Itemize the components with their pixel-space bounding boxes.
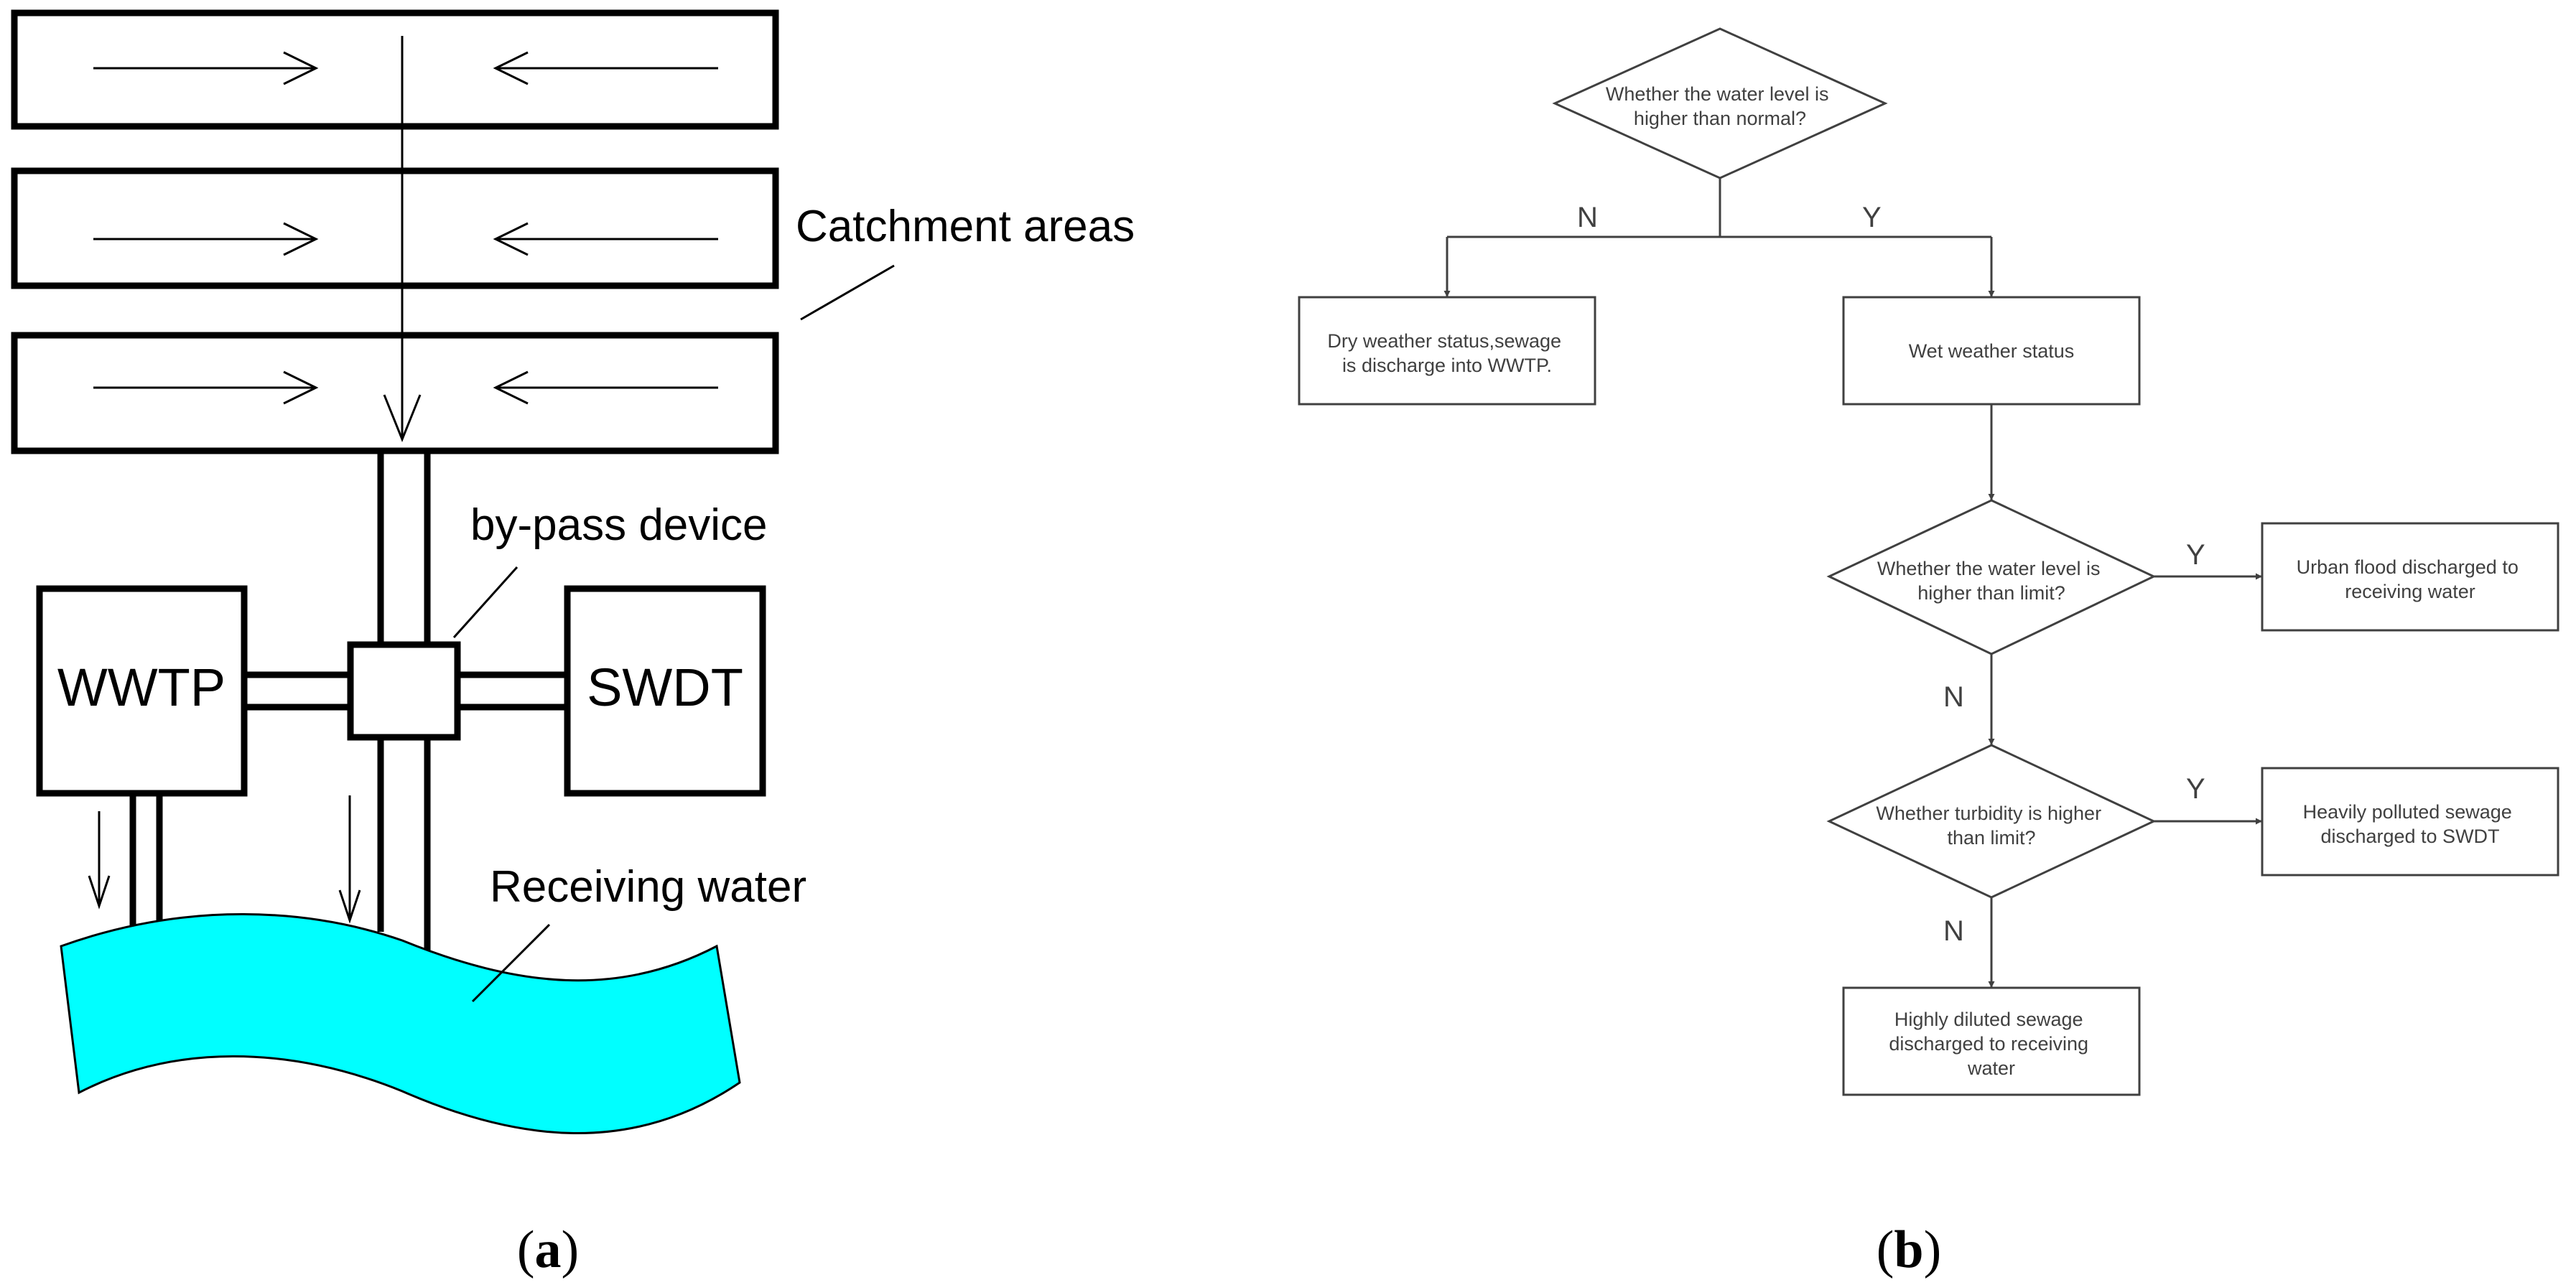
receiving-water — [60, 913, 741, 1135]
decision-2-line-2: higher than limit? — [1917, 582, 2065, 604]
arrow-left-3-head — [493, 370, 529, 405]
edge-label-y3: Y — [2186, 773, 2205, 805]
urban-flood-box — [2261, 522, 2559, 632]
swdt-label: SWDT — [587, 658, 743, 717]
heavily-polluted-box — [2261, 767, 2559, 877]
decision-water-level-normal — [1552, 27, 1888, 179]
discharge-arrows — [88, 795, 361, 924]
connector-pipes — [129, 671, 567, 933]
panel-b-caption: (b) — [1877, 1220, 1941, 1279]
panel-b: Whether the water level is higher than n… — [1298, 27, 2559, 1279]
bypass-device-label: by-pass device — [470, 500, 768, 550]
edge-labels: N Y Y N Y N — [1577, 202, 2205, 947]
highly-diluted-text: Highly diluted sewage discharged to rece… — [1889, 1009, 2093, 1079]
urban-flood-text: Urban flood discharged to receiving wate… — [2297, 556, 2524, 602]
catchment-leader-line — [800, 264, 895, 321]
edge-label-n3: N — [1943, 915, 1964, 947]
arrow-left-1-head — [493, 51, 529, 85]
diluted-line-3: water — [1967, 1057, 2015, 1079]
dry-weather-text: Dry weather status,sewage is discharge i… — [1327, 330, 1566, 376]
bypass-discharge-arrow-head — [338, 889, 361, 924]
decision-turbidity-text: Whether turbidity is higher than limit? — [1876, 803, 2106, 849]
swdt-box — [564, 585, 766, 797]
dry-weather-box — [1298, 296, 1596, 406]
wwtp-label: WWTP — [57, 658, 225, 717]
edge-label-y1: Y — [1862, 202, 1882, 233]
panel-a-caption: (a) — [517, 1220, 579, 1279]
wet-weather-text: Wet weather status — [1909, 340, 2075, 362]
dry-line-2: is discharge into WWTP. — [1342, 355, 1552, 376]
arrow-right-3-head — [283, 370, 319, 405]
bypass-leader-line — [452, 566, 519, 639]
decision-water-level-normal-text: Whether the water level is higher than n… — [1606, 83, 1834, 129]
wet-line-1: Wet weather status — [1909, 340, 2075, 362]
wet-weather-box — [1842, 296, 2141, 406]
catchment-areas-label: Catchment areas — [796, 202, 1135, 251]
panel-a: Catchment areas WWTP SWDT by-pass device — [11, 9, 1135, 1279]
polluted-line-2: discharged to SWDT — [2320, 826, 2499, 847]
flood-line-2: receiving water — [2345, 581, 2475, 602]
diluted-line-1: Highly diluted sewage — [1894, 1009, 2083, 1030]
decision-2-line-1: Whether the water level is — [1877, 558, 2101, 579]
catchment-area-strips — [11, 9, 779, 454]
decision-3-line-1: Whether turbidity is higher — [1876, 803, 2101, 824]
highly-diluted-box — [1842, 986, 2141, 1096]
collector-arrow-head — [383, 394, 422, 443]
diluted-line-2: discharged to receiving — [1889, 1033, 2088, 1055]
bypass-device — [347, 641, 461, 741]
flood-line-1: Urban flood discharged to — [2297, 556, 2519, 578]
catchment-strip-3 — [11, 332, 779, 454]
heavily-polluted-text: Heavily polluted sewage discharged to SW… — [2303, 801, 2518, 847]
edge-label-y2: Y — [2186, 539, 2205, 571]
dry-line-1: Dry weather status,sewage — [1327, 330, 1561, 352]
polluted-line-1: Heavily polluted sewage — [2303, 801, 2512, 823]
edge-label-n1: N — [1577, 202, 1598, 233]
receiving-leader-line — [471, 923, 551, 1003]
flowchart-connectors — [1443, 178, 2262, 988]
catchment-strip-1 — [11, 9, 779, 130]
decision-3-line-2: than limit? — [1947, 827, 2035, 849]
wwtp-box — [36, 585, 248, 797]
edge-label-n2: N — [1943, 681, 1964, 713]
receiving-water-label: Receiving water — [490, 862, 806, 912]
decision-water-level-limit — [1826, 499, 2157, 655]
decision-1-line-2: higher than normal? — [1634, 108, 1806, 129]
decision-water-level-limit-text: Whether the water level is higher than l… — [1877, 558, 2106, 604]
arrow-left-2-head — [493, 222, 529, 256]
decision-1-line-1: Whether the water level is — [1606, 83, 1829, 105]
wwtp-discharge-arrow-head — [88, 875, 111, 910]
catchment-strip-2 — [11, 167, 779, 289]
flow-arrows — [93, 36, 718, 443]
decision-turbidity — [1826, 744, 2157, 899]
arrow-right-1-head — [283, 51, 319, 85]
arrow-right-2-head — [283, 222, 319, 256]
